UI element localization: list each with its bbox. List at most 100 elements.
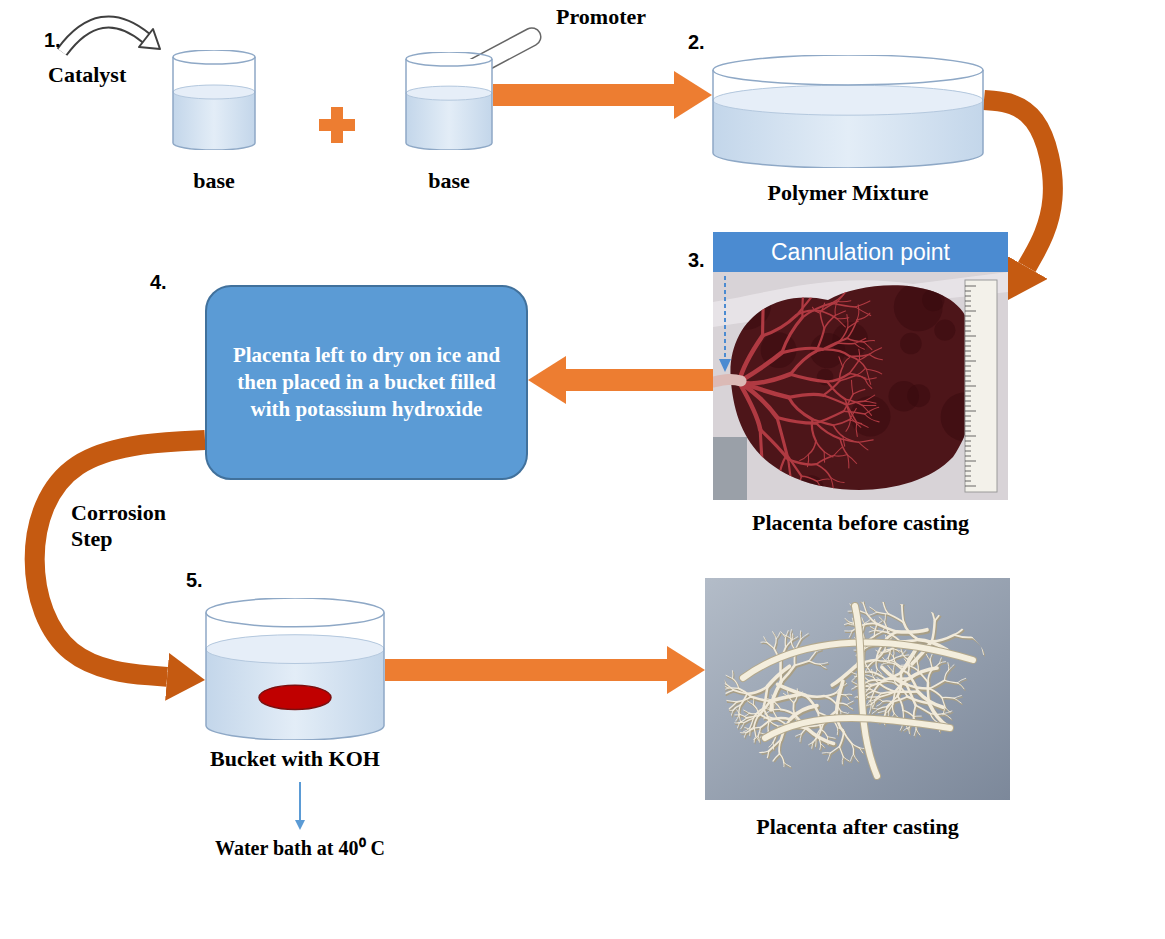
vessel (868, 660, 876, 667)
glass (406, 59, 492, 150)
vessel (986, 628, 992, 635)
vessel (729, 711, 734, 712)
vessel (816, 441, 824, 452)
flow-arrow (385, 659, 667, 681)
caption: Bucket with KOH (210, 746, 380, 772)
glass (173, 57, 255, 150)
photo-panel: Placenta before castingCannulation point (713, 232, 1008, 536)
vessel (836, 703, 847, 704)
vessel-drawing (405, 52, 493, 150)
vessel (869, 348, 881, 355)
vessel (811, 739, 816, 744)
step-number: 5. (186, 568, 203, 592)
vessel (865, 414, 879, 422)
process-box: Placenta left to dry on ice and then pla… (205, 285, 528, 480)
vessel (841, 711, 847, 713)
vessel (971, 608, 977, 614)
vessel (725, 692, 734, 696)
vessel (770, 499, 775, 500)
vessel (778, 455, 787, 482)
texture (799, 475, 824, 500)
ruler-tick (965, 386, 976, 387)
vessel (930, 682, 945, 690)
vessel (773, 632, 777, 639)
vessel (942, 607, 950, 610)
vessel (845, 618, 851, 622)
vessel (783, 634, 791, 638)
vessel (844, 758, 850, 762)
vessel (857, 305, 859, 320)
vessel (817, 479, 829, 481)
vessel (843, 358, 850, 367)
vessel (733, 705, 740, 710)
vessel (981, 645, 983, 654)
glass-outline (206, 612, 384, 740)
vessel (855, 338, 866, 343)
vessel (794, 695, 798, 703)
vessel (954, 624, 966, 635)
vessel (855, 343, 865, 349)
vessel (821, 664, 829, 666)
vessel (747, 716, 759, 718)
vessel (769, 742, 773, 747)
vessel (832, 286, 849, 303)
ruler-tick (965, 336, 976, 337)
vessel (840, 367, 843, 381)
ruler-tick (965, 381, 971, 382)
vessel (864, 342, 872, 350)
vessel (950, 666, 956, 672)
vessel (761, 763, 767, 769)
vessel (883, 658, 888, 663)
vessel (855, 376, 866, 379)
vessel (735, 498, 739, 500)
texture (907, 384, 930, 407)
vessel (843, 758, 844, 765)
vessel (907, 684, 930, 688)
vessel (721, 698, 727, 702)
vessel (881, 685, 896, 692)
vessel (778, 482, 786, 500)
vessel (807, 729, 833, 744)
vessel (893, 704, 895, 714)
vessel (720, 694, 724, 701)
vessel (824, 315, 835, 328)
vessel (839, 732, 843, 747)
liquid (713, 85, 983, 168)
vessel (943, 597, 947, 602)
vessel (944, 598, 948, 603)
vessel (908, 697, 930, 704)
vessel (733, 679, 739, 689)
vessel (820, 313, 824, 328)
vessel (766, 751, 769, 762)
vessel (734, 690, 748, 694)
vessel (725, 497, 739, 499)
ruler-tick (965, 331, 971, 332)
vessel (787, 691, 788, 697)
vessel (908, 587, 916, 594)
ruler (965, 280, 997, 492)
vessel (914, 716, 922, 717)
vessel (765, 710, 771, 715)
vessel (809, 652, 815, 661)
vessel (721, 702, 728, 705)
bucket: Bucket with KOH (205, 598, 385, 772)
vessel (897, 665, 908, 674)
vessel (724, 679, 727, 684)
vessel (847, 701, 854, 704)
arrow-line (299, 782, 301, 822)
vessel (780, 754, 784, 763)
vessel (819, 744, 821, 750)
vessel (915, 717, 923, 719)
vessel (863, 604, 866, 614)
vessel (764, 637, 767, 643)
vessel (842, 684, 847, 686)
caption: Polymer Mixture (767, 180, 928, 206)
vessel (941, 601, 943, 610)
vessel (848, 455, 849, 468)
pointer-head (719, 359, 731, 372)
vessel (935, 610, 942, 621)
vessel (801, 735, 803, 743)
vessel (728, 710, 733, 711)
vessel (816, 464, 830, 477)
vessel (942, 597, 943, 603)
